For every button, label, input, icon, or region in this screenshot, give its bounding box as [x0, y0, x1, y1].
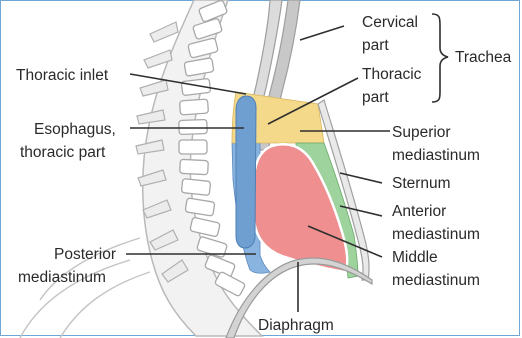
mediastinum-regions	[232, 92, 358, 278]
leader-cervical	[300, 26, 344, 40]
label-trachea: Trachea	[455, 49, 512, 66]
label-thoracic-part: Thoracic part	[362, 66, 426, 106]
label-sternum: Sternum	[392, 175, 451, 192]
label-thoracic-inlet: Thoracic inlet	[16, 67, 109, 84]
label-cervical-part: Cervical part	[362, 14, 422, 54]
label-diaphragm: Diaphragm	[258, 317, 334, 334]
esophagus-thoracic-part	[236, 96, 256, 248]
vertebra	[179, 120, 207, 135]
vertebra	[180, 159, 209, 174]
label-superior-mediastinum: Superior mediastinum	[392, 124, 480, 164]
vertebra	[179, 140, 207, 154]
label-middle-mediastinum: Middle mediastinum	[392, 249, 480, 289]
spine	[20, 0, 262, 338]
label-posterior-mediastinum: Posterior mediastinum	[18, 246, 120, 286]
trachea-bracket	[432, 14, 448, 102]
vertebra	[181, 179, 210, 196]
label-anterior-mediastinum: Anterior mediastinum	[392, 203, 480, 243]
label-esophagus: Esophagus, thoracic part	[20, 121, 120, 161]
vertebra	[180, 99, 209, 115]
middle-mediastinum-region	[253, 144, 348, 272]
